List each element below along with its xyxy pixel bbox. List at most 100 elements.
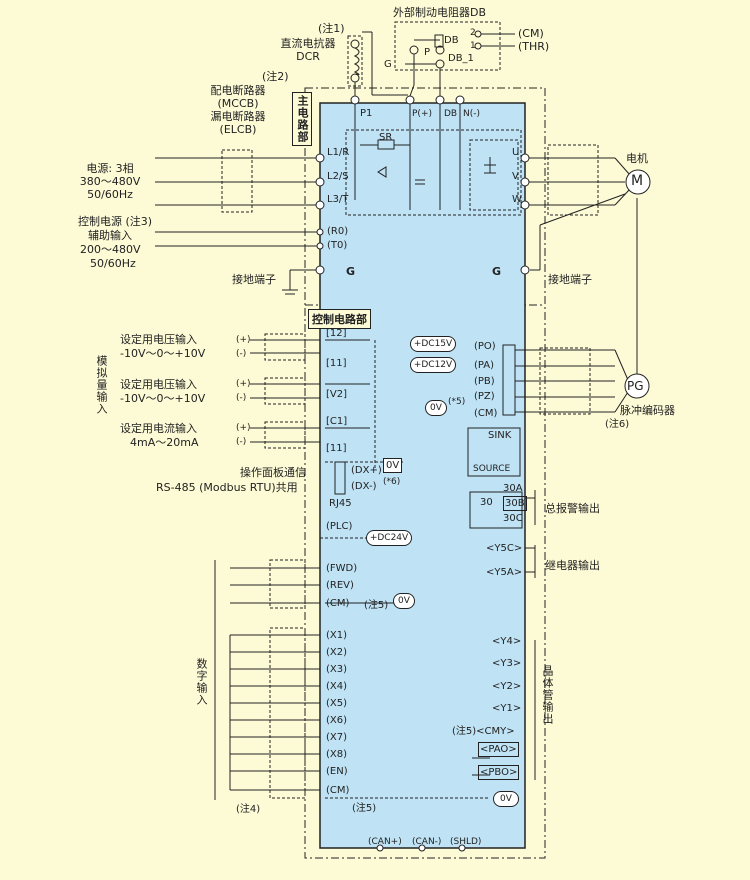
- terminal-en: (EN): [326, 766, 348, 777]
- note4-label: (注4): [236, 804, 261, 815]
- terminal-30a: 30A: [503, 483, 523, 494]
- terminal-can-minus: (CAN-): [412, 837, 442, 847]
- dc24v-badge: +DC24V: [366, 530, 412, 546]
- db-terminal-2: 2: [470, 28, 476, 38]
- terminal-pao: <PAO>: [478, 742, 519, 757]
- analog3-plus: (+): [236, 423, 251, 433]
- terminal-g-left: G: [346, 265, 356, 278]
- motor-label: 电机: [626, 152, 648, 165]
- dcr-label: 直流电抗器 DCR: [268, 37, 348, 63]
- note5b-label: (注5): [352, 803, 377, 814]
- terminal-x1: (X1): [326, 630, 348, 641]
- terminal-pz: (PZ): [474, 391, 495, 402]
- terminal-po: (PO): [474, 341, 496, 352]
- breaker-label: 配电断路器 (MCCB) 漏电断路器 (ELCB): [198, 84, 278, 136]
- terminal-db: DB: [444, 109, 458, 119]
- relay-output-label: 继电器输出: [545, 559, 600, 572]
- current-input-line2: 4mA～20mA: [130, 436, 199, 449]
- power-line1: 电源: 3相: [86, 162, 134, 175]
- terminal-w: W: [512, 194, 522, 205]
- terminal-can-plus: (CAN+): [368, 837, 402, 847]
- voltage-input1-line1: 设定用电压输入: [120, 333, 197, 346]
- terminal-11a: [11]: [326, 358, 347, 369]
- terminal-y5c: <Y5C>: [486, 543, 523, 554]
- terminal-pb: (PB): [474, 376, 495, 387]
- terminal-plc: (PLC): [326, 521, 353, 532]
- note2-label: (注2): [262, 70, 289, 83]
- terminal-l2: L2/S: [327, 171, 349, 182]
- terminal-x2: (X2): [326, 647, 348, 658]
- ctrl-power-line3: 200～480V: [80, 243, 141, 256]
- power-line2: 380～480V: [79, 175, 141, 188]
- motor-symbol: M: [631, 173, 644, 189]
- terminal-l3: L3/T: [327, 194, 349, 205]
- voltage-input1-line2: -10V～0～+10V: [120, 347, 206, 360]
- terminal-x6: (X6): [326, 715, 348, 726]
- terminal-cmy: (注5)<CMY>: [452, 726, 515, 737]
- terminal-v2: [V2]: [326, 389, 348, 400]
- elcb-line1: 漏电断路器: [210, 110, 266, 123]
- terminal-y4: <Y4>: [492, 636, 522, 647]
- terminal-r0: (R0): [327, 226, 349, 237]
- power-input-label: 电源: 3相 380～480V 50/60Hz: [65, 162, 155, 201]
- analog1-minus: (-): [236, 349, 247, 359]
- mccb-line2: (MCCB): [217, 97, 259, 110]
- mccb-line1: 配电断路器: [210, 84, 266, 97]
- db-label: DB: [444, 35, 459, 46]
- terminal-dx-plus: (DX+): [351, 465, 382, 476]
- alarm-output-label: 总报警输出: [545, 502, 600, 515]
- ctrl-power-line4: 50/60Hz: [90, 257, 136, 270]
- terminal-t0: (T0): [327, 240, 348, 251]
- terminal-u: U: [512, 147, 520, 158]
- analog2-plus: (+): [236, 379, 251, 389]
- dc15v-badge: +DC15V: [410, 336, 456, 352]
- note6-label: (注6): [605, 419, 630, 430]
- external-brake-resistor-label: 外部制动电阻器DB: [393, 6, 487, 19]
- thr-output-label: (THR): [518, 40, 550, 53]
- terminal-y5a: <Y5A>: [486, 567, 523, 578]
- dcr-line1: 直流电抗器: [280, 37, 336, 50]
- terminal-fwd: (FWD): [326, 563, 358, 574]
- ctrl-power-line2: 辅助输入: [88, 229, 132, 242]
- terminal-g-right: G: [492, 265, 502, 278]
- analog-input-group: 模拟量输入: [95, 355, 108, 415]
- cm-output-label: (CM): [518, 27, 544, 40]
- pg-label: 脉冲编码器: [620, 404, 675, 417]
- terminal-30b: 30B: [503, 496, 527, 511]
- terminal-x4: (X4): [326, 681, 348, 692]
- terminal-y3: <Y3>: [492, 658, 522, 669]
- main-circuit-title: 主电路部: [292, 92, 312, 146]
- terminal-pa: (PA): [474, 360, 495, 371]
- terminal-30: 30: [480, 497, 493, 508]
- terminal-p-plus: P(+): [412, 109, 432, 119]
- elcb-line2: (ELCB): [219, 123, 257, 136]
- terminal-30c: 30C: [503, 513, 523, 524]
- control-circuit-title: 控制电路部: [308, 309, 371, 329]
- terminal-y1: <Y1>: [492, 703, 522, 714]
- source-label: SOURCE: [473, 464, 511, 474]
- terminal-p1: P1: [360, 108, 373, 119]
- note-star6: (*6): [383, 477, 401, 487]
- rs485-line2: RS-485 (Modbus RTU)共用: [156, 481, 298, 494]
- terminal-11b: [11]: [326, 443, 347, 454]
- rj45-label: RJ45: [329, 498, 352, 509]
- zero-v-badge-cm1: 0V: [393, 593, 415, 609]
- g-label: G: [384, 59, 392, 70]
- voltage-input2-line2: -10V～0～+10V: [120, 392, 206, 405]
- terminal-cm2: (CM): [326, 785, 350, 796]
- voltage-input2-line1: 设定用电压输入: [120, 378, 197, 391]
- transistor-output-group: 晶体管输出: [541, 665, 554, 725]
- zero-v-badge-bottom: 0V: [493, 791, 519, 807]
- zero-v-box-analog: 0V: [383, 458, 403, 473]
- terminal-cm1: (CM): [326, 598, 350, 609]
- note1-label: (注1): [318, 22, 345, 35]
- zero-v-badge-pg: 0V: [425, 400, 447, 416]
- analog1-plus: (+): [236, 335, 251, 345]
- note-star5: (*5): [448, 397, 466, 407]
- terminal-x8: (X8): [326, 749, 348, 760]
- db-terminal-1: 1: [470, 41, 476, 51]
- terminal-l1: L1/R: [327, 147, 350, 158]
- digital-input-group: 数字输入: [195, 658, 208, 706]
- power-line3: 50/60Hz: [87, 188, 133, 201]
